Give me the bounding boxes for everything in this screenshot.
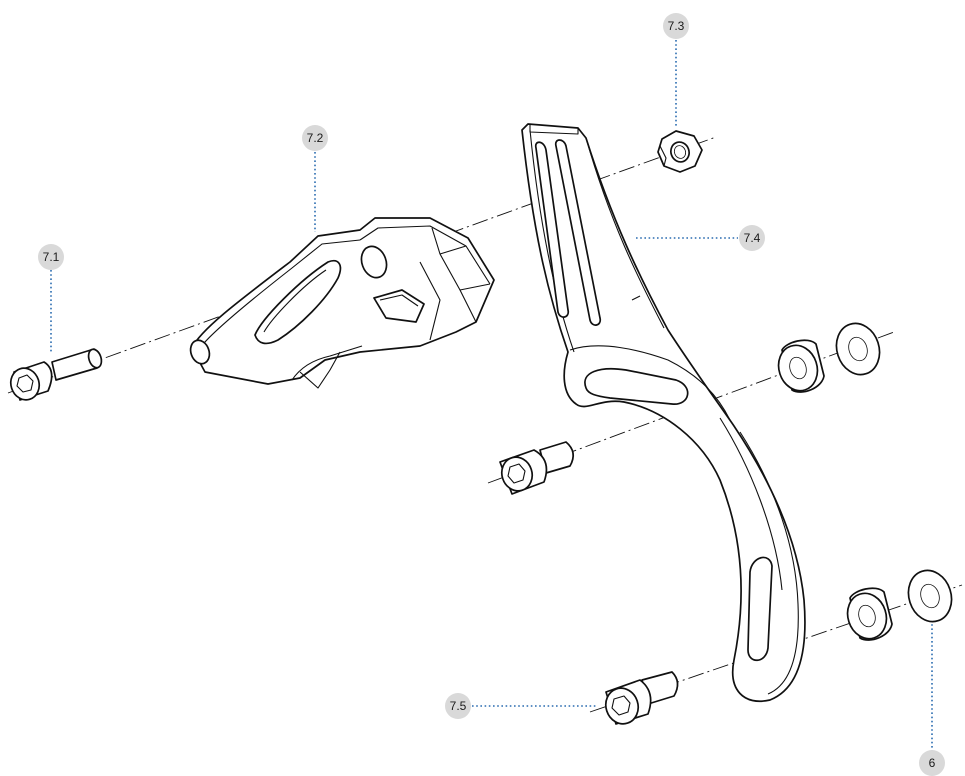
leader-lines (50, 40, 933, 752)
assembly-axes (7, 136, 963, 713)
callout-label-6: 6 (929, 756, 936, 770)
callout-7-3: 7.3 (663, 13, 689, 39)
callout-7-4: 7.4 (739, 225, 765, 251)
callout-label-7-1: 7.1 (43, 250, 60, 264)
washers-upper (777, 322, 881, 393)
callout-6: 6 (919, 750, 945, 776)
socket-bolt-middle (499, 441, 575, 495)
callout-label-7-2: 7.2 (307, 131, 324, 145)
callout-label-7-3: 7.3 (668, 19, 685, 33)
callout-7-1: 7.1 (38, 244, 64, 270)
hex-nut-7-3 (657, 130, 703, 173)
bolt-7-1 (9, 348, 103, 401)
guide-block-7-2 (189, 217, 495, 389)
bracket-arm-7-4 (521, 123, 806, 703)
callout-7-2: 7.2 (302, 125, 328, 151)
callout-7-5: 7.5 (445, 693, 471, 719)
callout-label-7-5: 7.5 (450, 699, 467, 713)
callout-label-7-4: 7.4 (744, 231, 761, 245)
washers-lower (846, 569, 953, 641)
socket-bolt-7-5 (604, 671, 679, 725)
